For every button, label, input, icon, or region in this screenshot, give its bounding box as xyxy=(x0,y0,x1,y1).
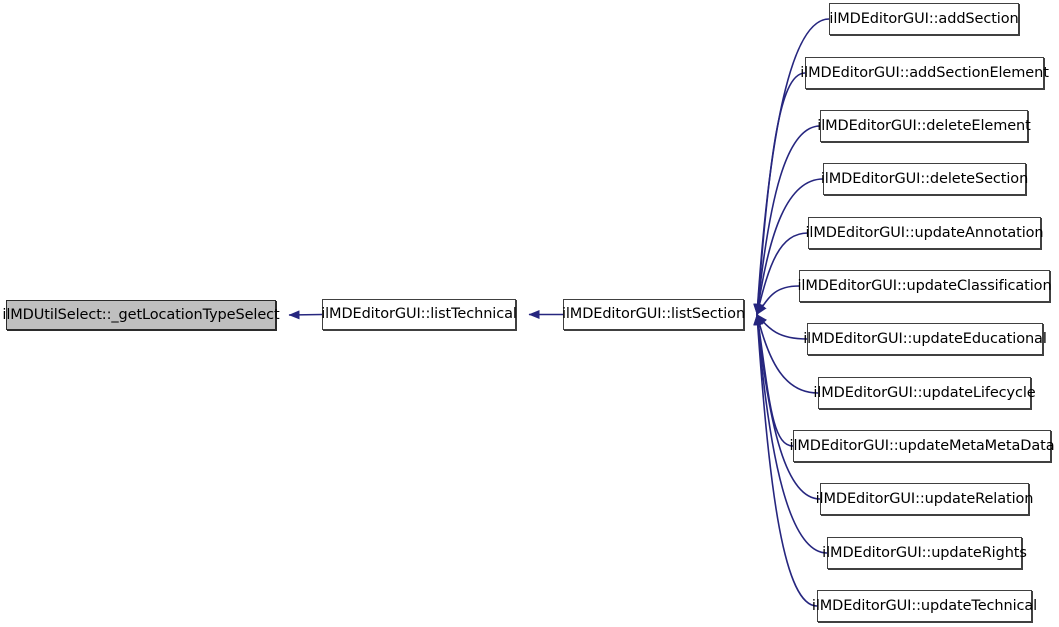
graph-node-label: ilMDEditorGUI::updateTechnical xyxy=(811,597,1038,614)
graph-node-updateClassification[interactable]: ilMDEditorGUI::updateClassification xyxy=(797,270,1052,302)
graph-edge-listTechnical-to-getLocationTypeSelect xyxy=(288,310,323,320)
graph-node-updateRelation[interactable]: ilMDEditorGUI::updateRelation xyxy=(816,483,1033,515)
graph-node-label: ilMDEditorGUI::updateClassification xyxy=(797,277,1052,294)
graph-node-label: ilMDEditorGUI::updateLifecycle xyxy=(813,384,1036,401)
graph-node-label: ilMDEditorGUI::updateAnnotation xyxy=(805,224,1044,241)
graph-node-addSection[interactable]: ilMDEditorGUI::addSection xyxy=(829,3,1019,35)
graph-node-label: ilMDEditorGUI::listSection xyxy=(561,306,746,323)
graph-node-label: ilMDEditorGUI::deleteElement xyxy=(817,117,1031,134)
graph-node-label: ilMDEditorGUI::deleteSection xyxy=(820,170,1029,187)
graph-edge-updateClassification-to-listSection xyxy=(756,285,800,315)
graph-edge-updateMetaMetaData-to-listSection xyxy=(754,314,794,447)
graph-node-label: ilMDEditorGUI::updateEducational xyxy=(803,330,1047,347)
graph-node-addSectionElement[interactable]: ilMDEditorGUI::addSectionElement xyxy=(800,57,1049,89)
graph-node-deleteElement[interactable]: ilMDEditorGUI::deleteElement xyxy=(817,110,1031,142)
graph-node-label: ilMDEditorGUI::updateRights xyxy=(822,544,1027,561)
graph-node-deleteSection[interactable]: ilMDEditorGUI::deleteSection xyxy=(821,163,1028,195)
graph-node-label: ilMDUtilSelect::_getLocationTypeSelect xyxy=(2,306,280,323)
graph-node-label: ilMDEditorGUI::updateMetaMetaData xyxy=(789,437,1055,454)
graph-node-updateLifecycle[interactable]: ilMDEditorGUI::updateLifecycle xyxy=(813,377,1036,409)
graph-node-label: ilMDEditorGUI::addSection xyxy=(829,10,1019,27)
graph-node-label: ilMDEditorGUI::listTechnical xyxy=(321,306,517,323)
graph-node-listTechnical[interactable]: ilMDEditorGUI::listTechnical xyxy=(321,299,517,330)
graph-node-label: ilMDEditorGUI::updateRelation xyxy=(815,490,1034,507)
graph-node-updateMetaMetaData[interactable]: ilMDEditorGUI::updateMetaMetaData xyxy=(790,430,1055,462)
graph-edge-updateEducational-to-listSection xyxy=(756,314,808,340)
graph-node-label: ilMDEditorGUI::addSectionElement xyxy=(800,64,1049,81)
graph-node-updateTechnical[interactable]: ilMDEditorGUI::updateTechnical xyxy=(812,590,1037,622)
graph-node-getLocationTypeSelect: ilMDUtilSelect::_getLocationTypeSelect xyxy=(2,300,280,330)
graph-node-updateEducational[interactable]: ilMDEditorGUI::updateEducational xyxy=(803,323,1047,355)
graph-node-listSection[interactable]: ilMDEditorGUI::listSection xyxy=(561,299,746,330)
graph-node-updateRights[interactable]: ilMDEditorGUI::updateRights xyxy=(822,537,1027,569)
graph-node-updateAnnotation[interactable]: ilMDEditorGUI::updateAnnotation xyxy=(805,217,1044,249)
